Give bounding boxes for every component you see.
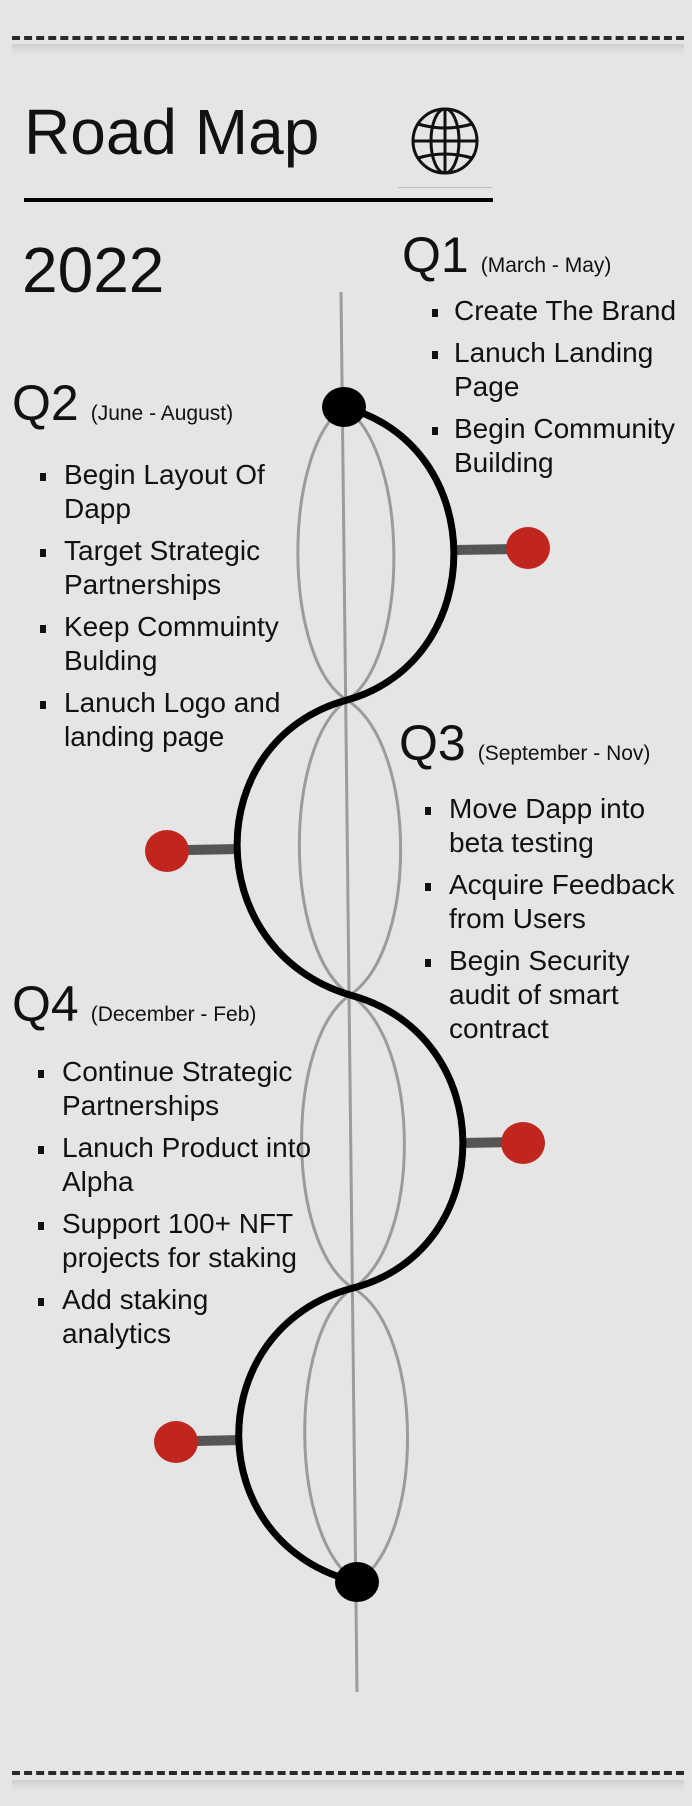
list-item: Keep Commuinty Bulding xyxy=(40,610,312,678)
timeline-end-node xyxy=(335,1562,379,1602)
bullet-icon xyxy=(38,1146,44,1154)
q4-marker xyxy=(154,1421,198,1463)
bullet-icon xyxy=(425,959,431,967)
bullet-icon xyxy=(40,625,46,633)
list-item: Add staking analytics xyxy=(38,1283,312,1351)
quarter-q1: Q1 (March - May) Create The Brand Lanuch … xyxy=(402,230,692,488)
bullet-icon xyxy=(432,427,438,435)
top-dashed-border xyxy=(12,36,684,40)
list-item: Acquire Feedback from Users xyxy=(425,868,692,936)
page-title: Road Map xyxy=(24,96,320,168)
bullet-icon xyxy=(425,883,431,891)
globe-underline xyxy=(398,187,492,188)
quarter-items: Move Dapp into beta testing Acquire Feed… xyxy=(425,792,692,1046)
bullet-icon xyxy=(38,1298,44,1306)
bullet-icon xyxy=(40,549,46,557)
list-item: Create The Brand xyxy=(432,294,692,328)
quarter-q4: Q4 (December - Feb) Continue Strategic Pa… xyxy=(12,979,312,1359)
q2-marker xyxy=(145,830,189,872)
quarter-range: (September - Nov) xyxy=(477,742,651,765)
quarter-items: Create The Brand Lanuch Landing Page Beg… xyxy=(432,294,692,480)
bullet-icon xyxy=(432,351,438,359)
quarter-q2: Q2 (June - August) Begin Layout Of Dapp T… xyxy=(12,378,312,762)
bullet-icon xyxy=(425,807,431,815)
list-item: Begin Layout Of Dapp xyxy=(40,458,312,526)
bottom-dashed-border xyxy=(12,1771,684,1775)
list-item: Lanuch Landing Page xyxy=(432,336,692,404)
list-item: Support 100+ NFT projects for staking xyxy=(38,1207,312,1275)
quarter-label: Q3 xyxy=(399,715,466,771)
list-item: Move Dapp into beta testing xyxy=(425,792,692,860)
list-item: Begin Community Building xyxy=(432,412,692,480)
bullet-icon xyxy=(38,1070,44,1078)
quarter-label: Q2 xyxy=(12,375,79,431)
quarter-range: (December - Feb) xyxy=(90,1003,257,1026)
list-item: Begin Security audit of smart contract xyxy=(425,944,692,1046)
quarter-items: Continue Strategic Partnerships Lanuch P… xyxy=(38,1055,312,1351)
list-item: Lanuch Logo and landing page xyxy=(40,686,312,754)
marker-stems xyxy=(185,544,521,1446)
quarter-range: (March - May) xyxy=(480,254,612,277)
bullet-icon xyxy=(40,473,46,481)
quarter-range: (June - August) xyxy=(90,402,234,425)
helix-main-curve xyxy=(233,403,467,1586)
bullet-icon xyxy=(38,1222,44,1230)
quarter-items: Begin Layout Of Dapp Target Strategic Pa… xyxy=(40,458,312,754)
q3-marker xyxy=(501,1122,545,1164)
list-item: Lanuch Product into Alpha xyxy=(38,1131,312,1199)
top-border-shadow xyxy=(12,44,684,54)
globe-icon xyxy=(411,107,479,175)
list-item: Target Strategic Partnerships xyxy=(40,534,312,602)
quarter-q3: Q3 (September - Nov) Move Dapp into beta … xyxy=(399,718,692,1054)
timeline-start-node xyxy=(322,387,366,427)
bullet-icon xyxy=(40,701,46,709)
q1-marker xyxy=(506,527,550,569)
list-item: Continue Strategic Partnerships xyxy=(38,1055,312,1123)
bullet-icon xyxy=(432,309,438,317)
bottom-border-shadow xyxy=(12,1780,684,1790)
quarter-label: Q1 xyxy=(402,227,469,283)
quarter-label: Q4 xyxy=(12,976,79,1032)
year-heading: 2022 xyxy=(22,234,165,306)
title-underline xyxy=(24,198,493,202)
helix-thin-lines xyxy=(296,405,409,1584)
